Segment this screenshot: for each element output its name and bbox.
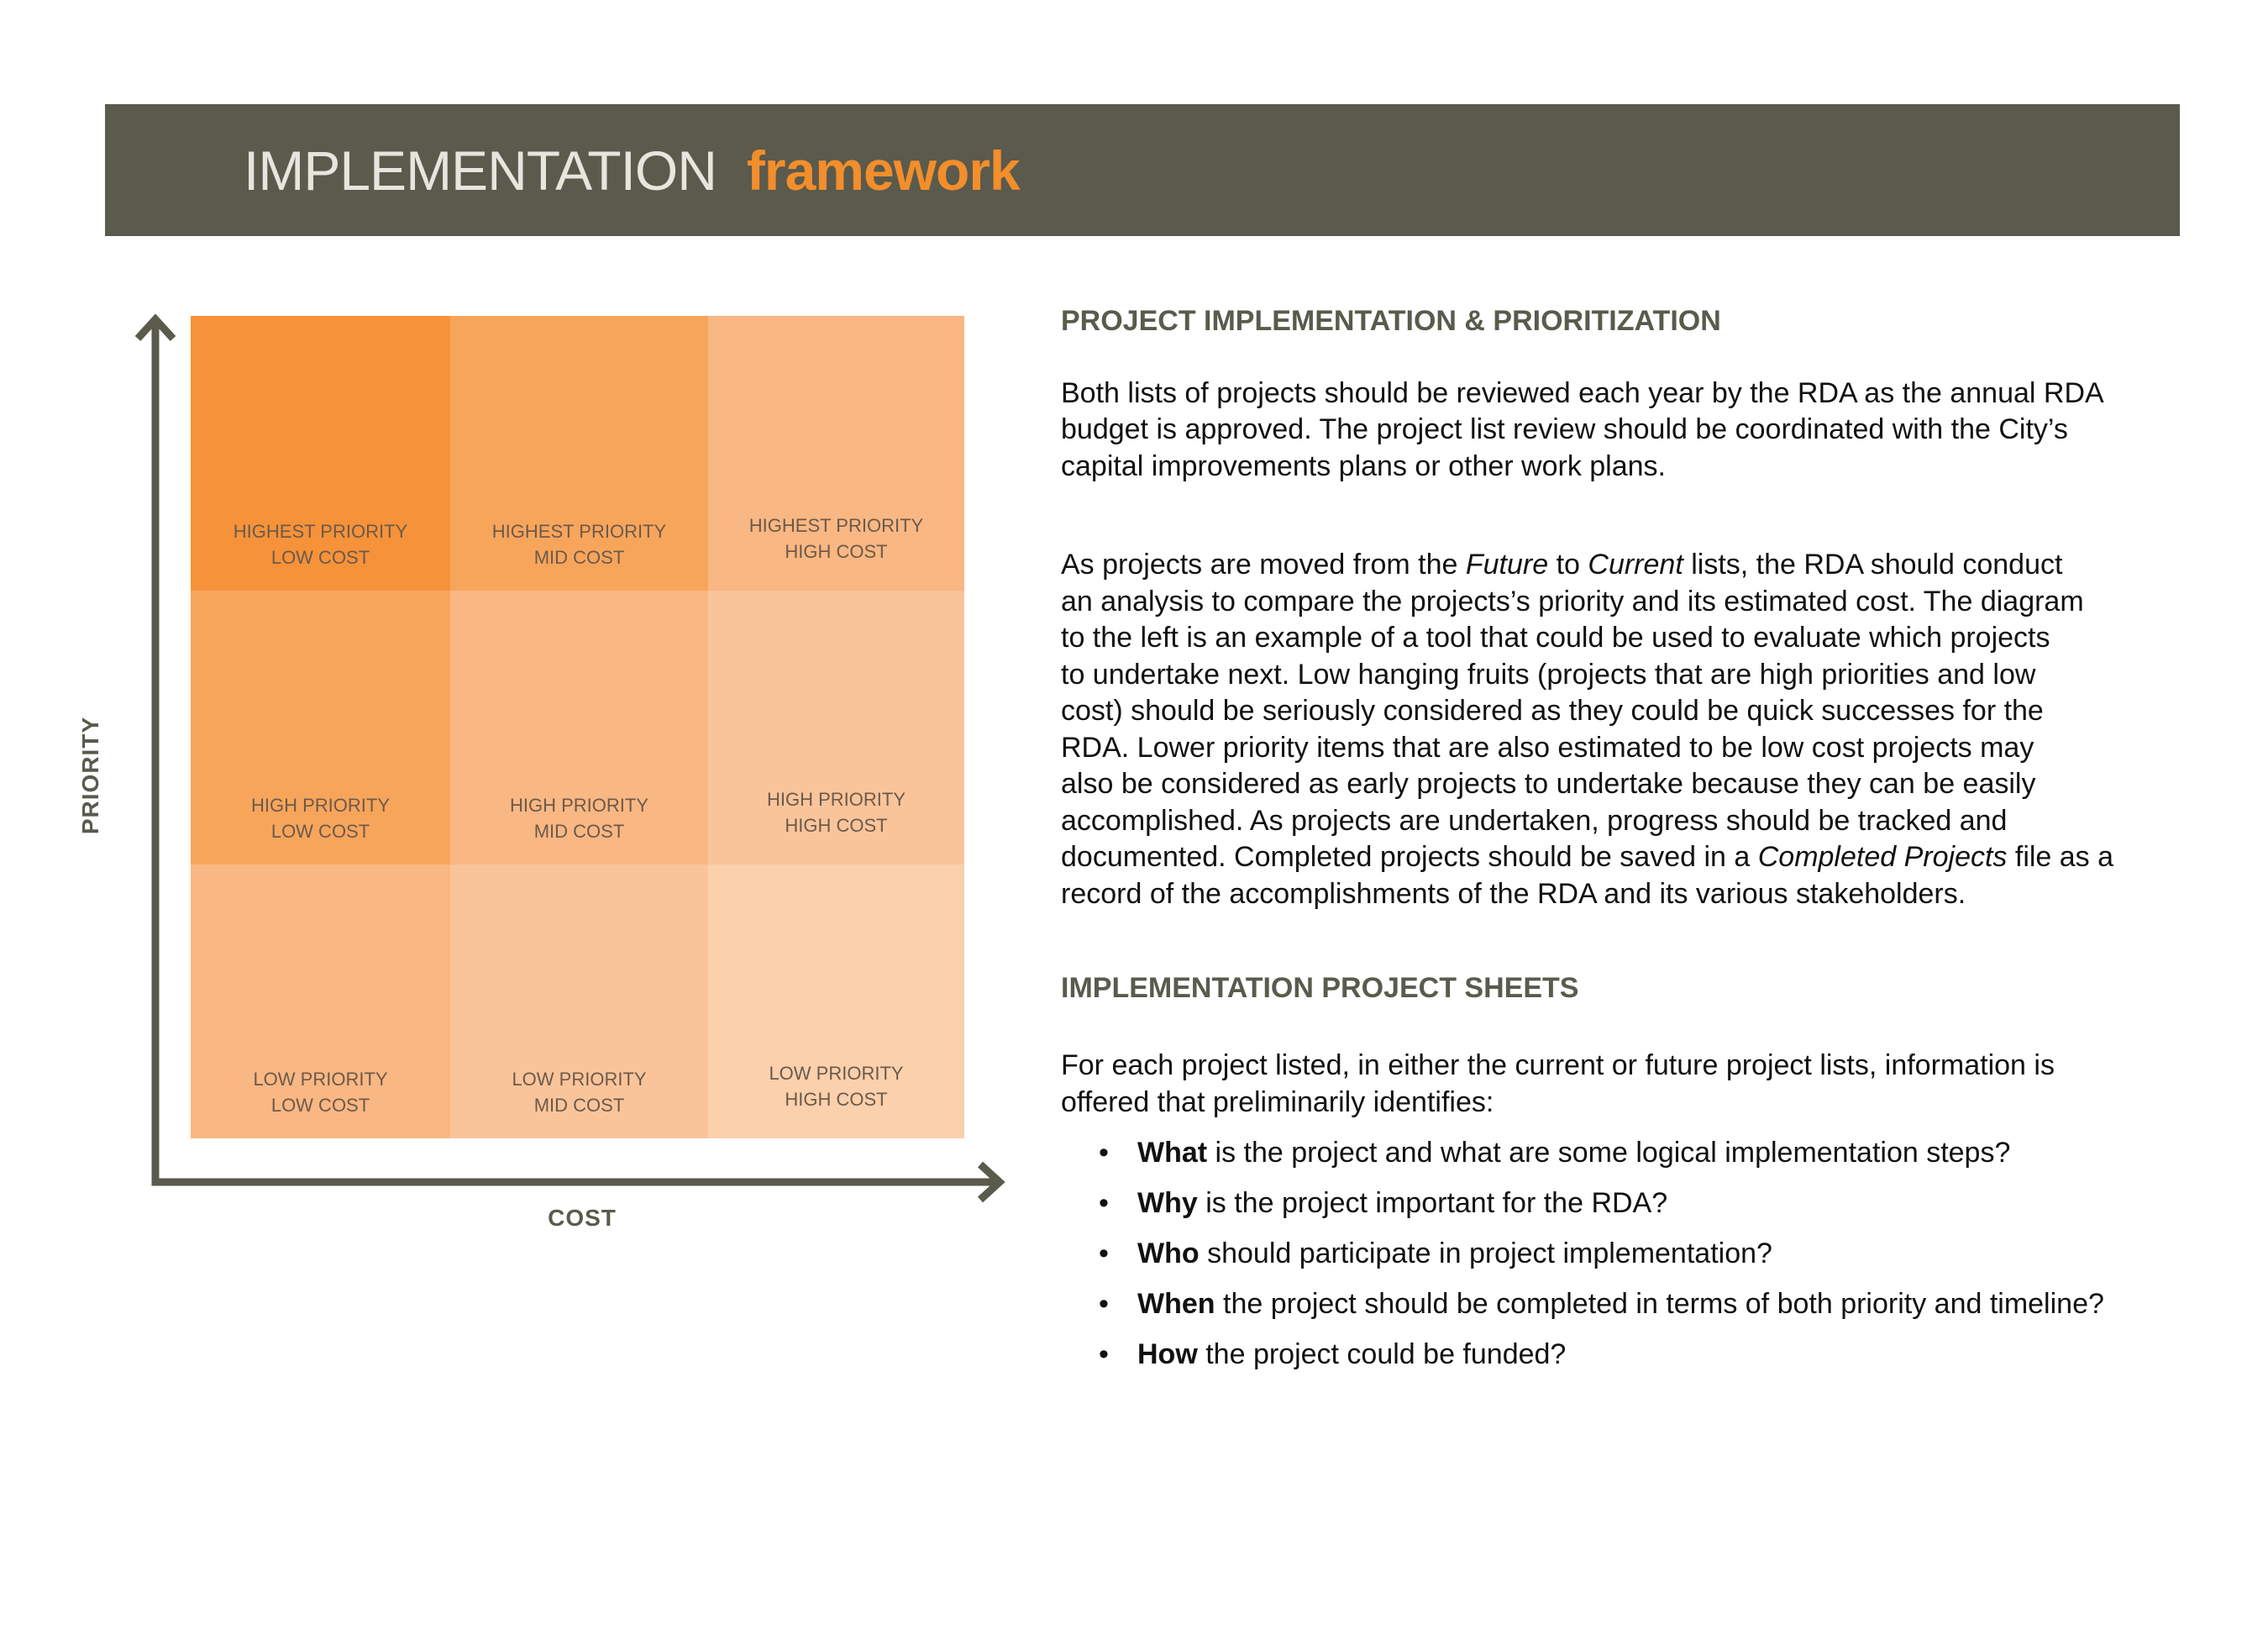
x-axis-arrowhead (977, 1161, 1005, 1203)
bullet-what: What is the project and what are some lo… (1061, 1127, 2187, 1178)
bullet-keyword: Who (1137, 1238, 1200, 1270)
info-bullet-list: What is the project and what are some lo… (1061, 1127, 2187, 1379)
paragraph-analysis: As projects are moved from the Future to… (1061, 547, 2187, 912)
cell-cost-label: HIGH COST (785, 541, 888, 562)
bullet-when: When the project should be completed in … (1061, 1279, 2187, 1329)
cell-priority-label: HIGH PRIORITY (250, 795, 390, 816)
cell-priority-label: HIGH PRIORITY (509, 795, 648, 816)
text-column: PROJECT IMPLEMENTATION & PRIORITIZATION … (1061, 304, 2187, 1379)
cell-priority-label: LOW PRIORITY (769, 1063, 904, 1084)
bullet-keyword: Why (1137, 1187, 1198, 1220)
section-heading-project-sheets: IMPLEMENTATION PROJECT SHEETS (1061, 972, 1579, 1005)
matrix-cell-r1-c2: HIGH PRIORITY HIGH COST (708, 591, 964, 864)
bullet-text: the project could be funded? (1197, 1338, 1567, 1371)
cell-cost-label: HIGH COST (785, 815, 888, 836)
y-axis-arrowhead (134, 313, 176, 342)
cell-cost-label: HIGH COST (785, 1089, 888, 1110)
paragraph-text: lists, the RDA should conduct an analysi… (1061, 549, 2084, 874)
priority-cost-matrix: HIGHEST PRIORITY LOW COST HIGHEST PRIORI… (191, 316, 964, 1138)
bullet-text: should participate in project implementa… (1199, 1238, 1772, 1270)
bullet-text: is the project and what are some logical… (1207, 1137, 2011, 1169)
matrix-cell-r0-c1: HIGHEST PRIORITY MID COST (450, 316, 708, 591)
bullet-text: the project should be completed in terms… (1215, 1288, 2104, 1321)
paragraph-project-sheets-intro: For each project listed, in either the c… (1061, 1049, 2055, 1118)
cell-cost-label: MID COST (533, 547, 625, 568)
title-main: IMPLEMENTATION (244, 139, 717, 202)
cell-priority-label: LOW PRIORITY (253, 1069, 388, 1090)
cell-cost-label: MID COST (533, 1095, 625, 1116)
y-axis-line (151, 319, 1000, 1186)
cell-cost-label: MID COST (533, 821, 625, 842)
y-axis-label: PRIORITY (77, 716, 103, 835)
cell-cost-label: LOW COST (270, 821, 370, 842)
matrix-axes (134, 313, 1005, 1203)
page-header: IMPLEMENTATION framework (105, 104, 2180, 236)
bullet-why: Why is the project important for the RDA… (1061, 1178, 2187, 1228)
matrix-cell-r2-c1: LOW PRIORITY MID COST (450, 864, 708, 1138)
cell-priority-label: LOW PRIORITY (512, 1069, 647, 1090)
cell-priority-label: HIGH PRIORITY (766, 789, 906, 810)
cell-cost-label: LOW COST (270, 547, 370, 568)
paragraph-annual-review: Both lists of projects should be reviewe… (1061, 376, 2104, 482)
bullet-keyword: How (1137, 1338, 1198, 1371)
bullet-keyword: What (1137, 1137, 1208, 1169)
paragraph-text: As projects are moved from the (1061, 549, 1466, 581)
cell-priority-label: HIGHEST PRIORITY (491, 521, 667, 542)
matrix-cell-r1-c1: HIGH PRIORITY MID COST (450, 591, 708, 864)
paragraph-text: file as a record of the accomplishments … (1061, 841, 2114, 910)
matrix-cell-r2-c2: LOW PRIORITY HIGH COST (708, 864, 964, 1138)
future-list-term: Future (1465, 549, 1549, 581)
cell-priority-label: HIGHEST PRIORITY (233, 521, 408, 542)
bullet-who: Who should participate in project implem… (1061, 1228, 2187, 1279)
bullet-how: How the project could be funded? (1061, 1329, 2187, 1379)
bullet-text: is the project important for the RDA? (1197, 1187, 1668, 1220)
x-axis-label: COST (548, 1205, 617, 1231)
cell-cost-label: LOW COST (270, 1095, 370, 1116)
title-accent: framework (746, 139, 1021, 202)
paragraph-text: to (1548, 549, 1588, 581)
completed-projects-term: Completed Projects (1757, 841, 2008, 874)
matrix-cell-r1-c0: HIGH PRIORITY LOW COST (191, 591, 450, 864)
current-list-term: Current (1588, 549, 1683, 581)
matrix-cell-r0-c0: HIGHEST PRIORITY LOW COST (191, 316, 450, 591)
bullet-keyword: When (1137, 1288, 1215, 1321)
cell-priority-label: HIGHEST PRIORITY (748, 515, 924, 536)
matrix-cell-r0-c2: HIGHEST PRIORITY HIGH COST (708, 316, 964, 591)
section-heading-prioritization: PROJECT IMPLEMENTATION & PRIORITIZATION (1061, 305, 1721, 337)
matrix-cell-r2-c0: LOW PRIORITY LOW COST (191, 864, 450, 1138)
